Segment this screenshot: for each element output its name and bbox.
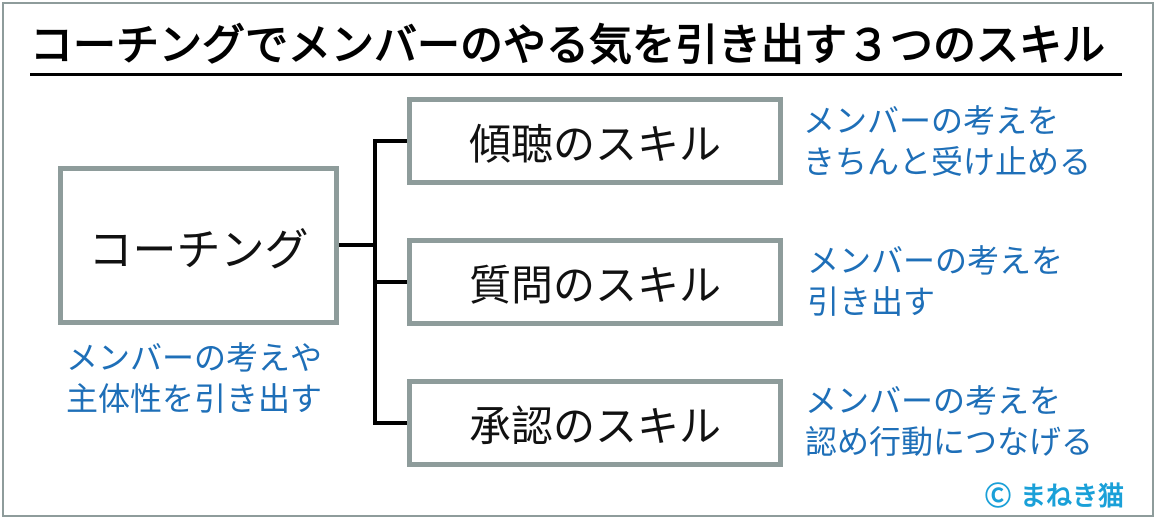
connector-branch-listening — [373, 139, 407, 143]
skill-label-acknowledging: 承認のスキル — [468, 401, 721, 451]
coaching-note-line-2: 主体性を引き出す — [66, 380, 323, 418]
connector-main — [339, 243, 377, 247]
skill-box-questioning: 質問のスキル — [407, 238, 783, 326]
coaching-note-line-1: メンバーの考えや — [66, 339, 323, 377]
coaching-box: コーチング — [58, 166, 339, 325]
skill-note-acknowledging-line-1: メンバーの考えを — [805, 382, 1062, 420]
diagram-frame — [2, 2, 1154, 517]
connector-branch-questioning — [373, 280, 407, 284]
connector-branch-acknowledging — [373, 421, 407, 425]
skill-note-questioning: メンバーの考えを 引き出す — [807, 241, 1063, 323]
skill-label-questioning: 質問のスキル — [468, 260, 721, 310]
skill-note-questioning-line-1: メンバーの考えを — [807, 242, 1064, 280]
skill-box-acknowledging: 承認のスキル — [407, 379, 783, 467]
skill-note-acknowledging: メンバーの考えを 認め行動につなげる — [805, 381, 1093, 463]
skill-note-listening-line-2: きちんと受け止める — [803, 143, 1092, 181]
skill-box-listening: 傾聴のスキル — [407, 97, 783, 185]
skill-note-questioning-line-2: 引き出す — [807, 283, 936, 321]
title-underline — [30, 73, 1122, 76]
coaching-label: コーチング — [88, 224, 309, 276]
diagram-title: コーチングでメンバーのやる気を引き出す３つのスキル — [30, 21, 1105, 71]
coaching-note: メンバーの考えや 主体性を引き出す — [66, 338, 322, 420]
skill-note-listening-line-1: メンバーの考えを — [803, 102, 1060, 140]
skill-note-listening: メンバーの考えを きちんと受け止める — [803, 101, 1091, 183]
skill-label-listening: 傾聴のスキル — [468, 119, 721, 169]
skill-note-acknowledging-line-2: 認め行動につなげる — [805, 423, 1094, 461]
copyright-credit: Ⓒ まねき猫 — [985, 482, 1125, 512]
